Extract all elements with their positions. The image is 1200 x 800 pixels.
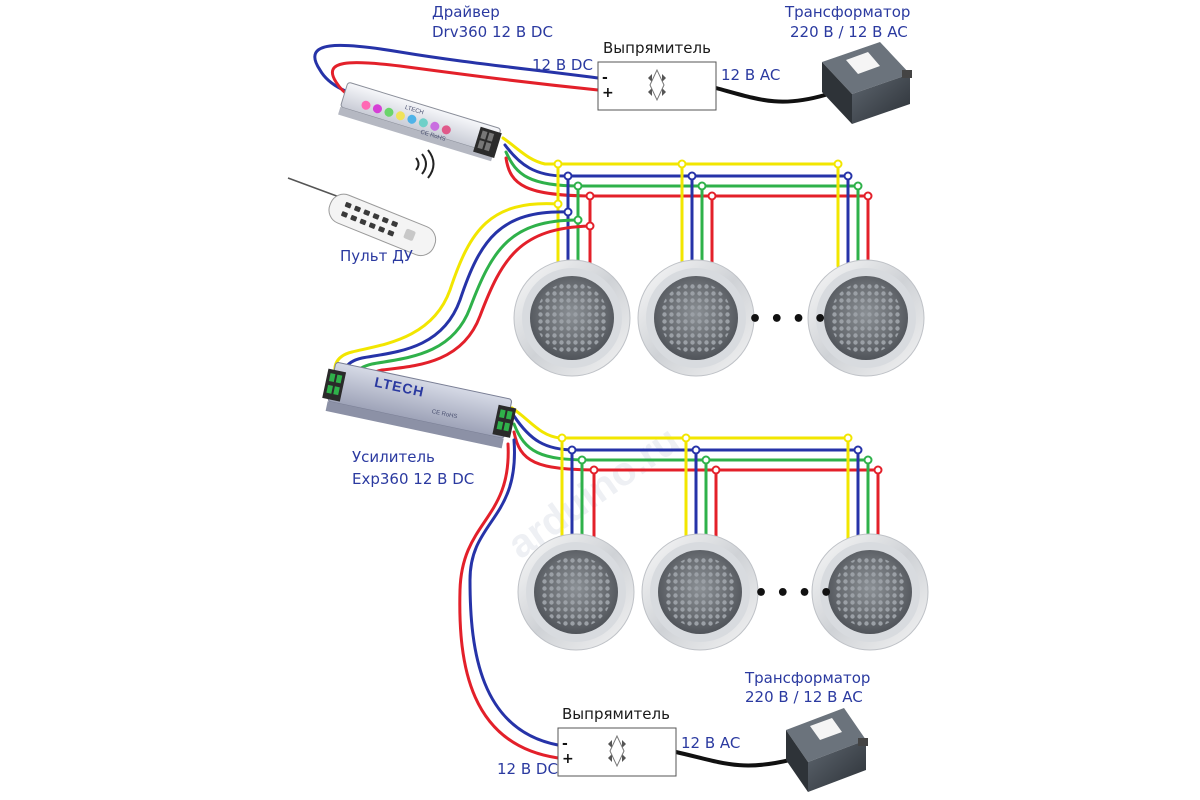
wire-yellow-amp-out — [510, 406, 852, 440]
transformer-bottom — [786, 708, 868, 792]
driver-buttons — [361, 100, 451, 135]
wire-yellow-link — [333, 202, 560, 382]
wire-blue-amp-power — [468, 438, 560, 747]
wire-blue-driver-input — [313, 43, 600, 100]
transformer-top-title: Трансформатор — [784, 3, 910, 21]
amplifier-model: Exp360 12 В DC — [352, 470, 474, 488]
rectifier-bottom-label: Выпрямитель — [562, 705, 670, 723]
amplifier-title: Усилитель — [352, 448, 435, 466]
amplifier-marks: CE RoHS — [431, 409, 458, 420]
driver-brand: LTECH — [404, 105, 424, 116]
rectifier-bottom-output: 12 В DC — [497, 760, 558, 778]
rectifier-bottom-input: 12 В AC — [681, 734, 740, 752]
driver-unit: LTECH CE RoHS — [338, 82, 502, 162]
transformer-bottom-title: Трансформатор — [744, 669, 870, 687]
lamp-row-upper: • • • • — [513, 259, 925, 377]
amplifier-unit: LTECH CE RoHS — [322, 362, 517, 449]
pool-lamp — [641, 533, 759, 651]
remote-label: Пульт ДУ — [340, 247, 413, 265]
lamp-row-upper-ellipsis: • • • • — [748, 307, 827, 332]
diode-bridge-icon — [608, 734, 626, 768]
transformer-top-rating: 220 В / 12 В AC — [790, 23, 908, 41]
remote-control — [287, 177, 437, 257]
junction-dots — [553, 159, 883, 475]
driver-title: Драйвер — [432, 3, 500, 21]
rectifier-top-input: 12 В AC — [721, 66, 780, 84]
wire-blue-link — [342, 210, 570, 386]
wire-black-ac-bottom — [674, 750, 792, 768]
rectifier-top-plus: + — [602, 85, 614, 101]
pool-lamp — [517, 533, 635, 651]
rectifier-bottom: - + — [557, 727, 677, 777]
transformer-top — [822, 42, 912, 124]
wire-red-driver-input — [330, 61, 600, 105]
rectifier-top: - + — [597, 61, 717, 111]
wireless-signal-icon — [415, 149, 435, 179]
wire-yellow-driver-out — [501, 136, 842, 166]
pool-lamp — [637, 259, 755, 377]
rectifier-top-output: 12 В DC — [532, 56, 593, 74]
rectifier-bottom-plus: + — [562, 751, 574, 767]
rectifier-bottom-minus: - — [562, 736, 568, 752]
wire-red-amp-power — [458, 442, 560, 760]
pool-lamp — [811, 533, 929, 651]
wire-black-ac-top — [714, 86, 827, 104]
driver-model: Drv360 12 В DC — [432, 23, 553, 41]
pool-lamp — [513, 259, 631, 377]
wire-green-amp-out — [512, 422, 872, 462]
pool-lamp — [807, 259, 925, 377]
lamp-row-lower: • • • • — [517, 533, 929, 651]
transformer-bottom-rating: 220 В / 12 В AC — [745, 688, 863, 706]
rectifier-top-minus: - — [602, 70, 608, 86]
rectifier-top-label: Выпрямитель — [603, 39, 711, 57]
lamp-row-lower-ellipsis: • • • • — [754, 581, 833, 606]
diode-bridge-icon — [648, 68, 666, 102]
